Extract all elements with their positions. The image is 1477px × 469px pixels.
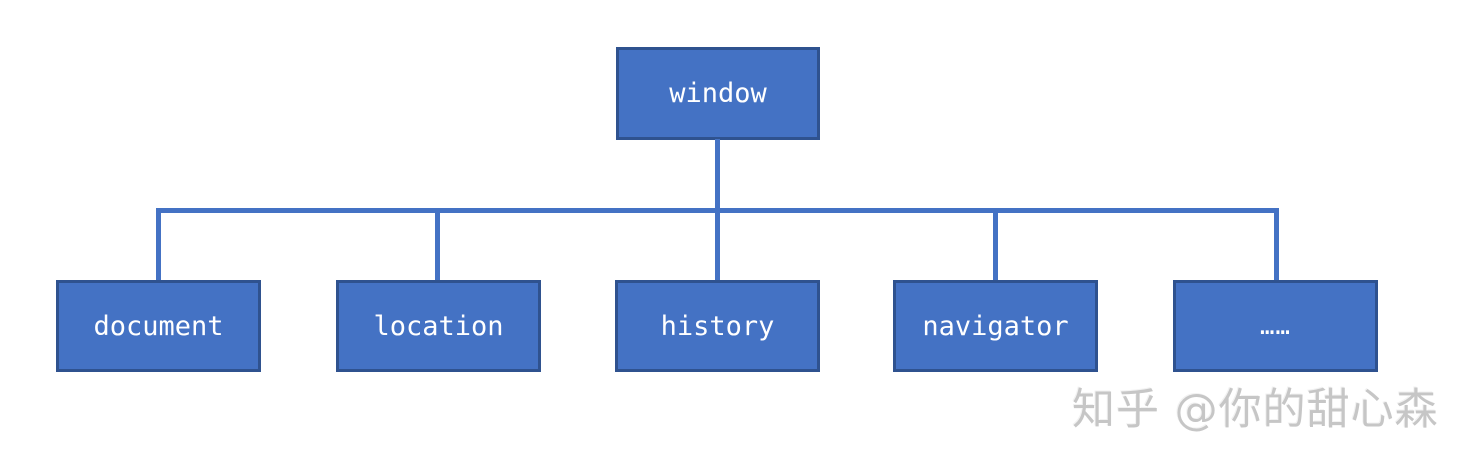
node-ellipsis-label: …… [1260, 312, 1291, 340]
node-window: window [616, 47, 820, 140]
connector-drop-navigator [993, 208, 998, 281]
connector-drop-history [715, 208, 720, 281]
node-navigator-label: navigator [922, 310, 1069, 342]
node-document: document [56, 280, 261, 372]
node-location-label: location [373, 310, 504, 342]
node-location: location [336, 280, 541, 372]
node-history: history [615, 280, 820, 372]
connector-root-stem [715, 139, 720, 210]
connector-drop-location [435, 208, 440, 281]
zhihu-watermark: 知乎 @你的甜心森 [1072, 385, 1439, 435]
node-window-label: window [669, 78, 767, 109]
node-ellipsis: …… [1173, 280, 1378, 372]
connector-drop-ellipsis [1274, 208, 1279, 281]
node-history-label: history [660, 310, 775, 342]
node-navigator: navigator [893, 280, 1098, 372]
connector-drop-document [156, 208, 161, 281]
node-document-label: document [93, 310, 224, 342]
